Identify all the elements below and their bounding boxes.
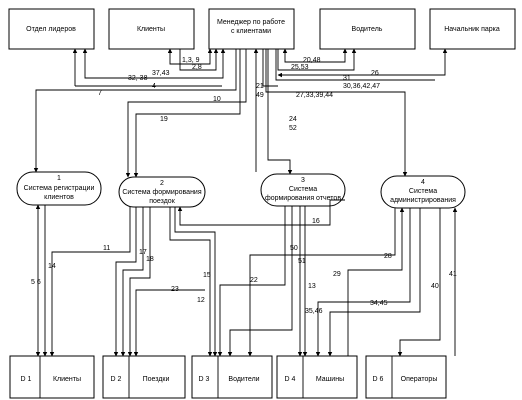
flow-label-19: 19 [160, 116, 168, 123]
flow-sales-manager [72, 48, 226, 87]
store-d1-name: Клиенты [53, 376, 81, 383]
flow-label-25-53: 25,53 [291, 64, 309, 71]
flow-process2-d3 [169, 207, 218, 357]
flow-manager-process3 [253, 48, 293, 175]
flow-label-12: 12 [197, 297, 205, 304]
flow-label-29: 29 [333, 271, 341, 278]
flow-manager-process4 [262, 49, 408, 177]
flow-label-41: 41 [449, 271, 457, 278]
flow-clients-manager [167, 48, 219, 71]
process-1-client-registration[interactable]: 1 Система регистрации клиентов [16, 171, 102, 206]
store-d3-id: D 3 [199, 376, 210, 383]
store-d2-trips[interactable]: D 2 Поездки [102, 355, 186, 399]
flow-label-1-3-9: 1,3, 9 [182, 57, 200, 64]
process-4-label-line2: администрирования [390, 197, 456, 204]
process-1-label-line1: Система регистрации [24, 185, 95, 192]
flow-label-50: 50 [290, 245, 298, 252]
flow-label-35-46: 35,46 [305, 308, 323, 315]
flow-process3-stores [177, 199, 345, 357]
flow-label-26: 26 [371, 70, 379, 77]
process-3-label-line2: формирования отчетов [265, 195, 341, 202]
flow-label-14: 14 [48, 263, 56, 270]
flow-label-10: 10 [213, 96, 221, 103]
store-d2-name: Поездки [143, 376, 170, 383]
entity-driver-label: Водитель [352, 26, 383, 33]
flow-label-51: 51 [298, 258, 306, 265]
entity-park-head-label: Начальник парка [444, 26, 500, 33]
process-3-report-formation[interactable]: 3 Система формирования отчетов [260, 173, 346, 207]
process-4-administration[interactable]: 4 Система администрирования [380, 175, 466, 209]
process-1-label-line2: клиентов [44, 194, 74, 201]
entity-clients[interactable]: Клиенты [108, 8, 195, 50]
flow-label-24: 24 [289, 116, 297, 123]
store-d2-id: D 2 [111, 376, 122, 383]
flow-label-40: 40 [431, 283, 439, 290]
entity-manager-label-line1: Менеджер по работе [217, 18, 285, 26]
flow-label-52: 52 [289, 125, 297, 132]
flow-label-28: 28 [384, 253, 392, 260]
flow-label-20-48: 20,48 [303, 57, 321, 64]
flow-label-2-8: 2,8 [192, 64, 202, 71]
flow-label-15: 15 [203, 272, 211, 279]
store-d3-name: Водители [228, 376, 259, 383]
process-2-label-line1: Система формирования [122, 189, 201, 196]
flow-label-4: 4 [152, 83, 156, 90]
store-d1-clients[interactable]: D 1 Клиенты [9, 355, 95, 399]
entity-driver[interactable]: Водитель [319, 8, 416, 50]
flow-label-27-33: 27,33,39,44 [296, 92, 333, 99]
flow-label-5-6: 5 6 [31, 279, 41, 286]
store-d6-id: D 6 [373, 376, 384, 383]
process-4-number: 4 [421, 179, 425, 186]
flow-label-17: 17 [139, 249, 147, 256]
store-d6-operators[interactable]: D 6 Операторы [365, 355, 447, 399]
flow-manager-process1 [33, 49, 237, 173]
flow-label-23: 23 [171, 286, 179, 293]
process-2-trip-formation[interactable]: 2 Система формирования поездок [118, 176, 206, 208]
flow-label-18: 18 [146, 256, 154, 263]
flow-process1-d1 [35, 204, 131, 357]
flow-label-49: 49 [256, 92, 264, 99]
store-d4-id: D 4 [285, 376, 296, 383]
flow-label-22: 22 [250, 277, 258, 284]
store-d6-name: Операторы [401, 376, 438, 383]
flow-label-31: 31 [343, 75, 351, 82]
process-4-label-line1: Система [409, 188, 437, 195]
process-1-number: 1 [57, 175, 61, 182]
entity-sales-department-label: Отдел лидеров [26, 26, 76, 33]
store-d4-cars[interactable]: D 4 Машины [276, 355, 358, 399]
flow-manager-process2 [125, 49, 247, 178]
store-d1-id: D 1 [21, 376, 32, 383]
flow-label-37-43: 37,43 [152, 70, 170, 77]
flow-label-21: 21 [256, 83, 264, 90]
flow-label-11: 11 [103, 245, 110, 252]
flow-label-34-45: 34,45 [370, 300, 388, 307]
flow-label-32-38: 32, 38 [128, 75, 148, 82]
store-d3-drivers[interactable]: D 3 Водители [191, 355, 273, 399]
flow-label-7: 7 [98, 90, 102, 97]
flow-process4-stores [247, 207, 458, 357]
flow-label-13: 13 [308, 283, 316, 290]
process-3-label-line1: Система [289, 186, 317, 193]
entity-clients-label: Клиенты [137, 26, 165, 33]
flow-parkhead-manager [275, 48, 448, 81]
entity-park-head[interactable]: Начальник парка [429, 8, 516, 50]
flow-label-16: 16 [312, 218, 320, 225]
store-d4-name: Машины [316, 376, 344, 383]
flow-label-30-36: 30,36,42,47 [343, 83, 380, 90]
process-3-number: 3 [301, 177, 305, 184]
process-2-label-line2: поездок [149, 198, 175, 205]
entity-manager[interactable]: Менеджер по работе с клиентами [208, 8, 295, 50]
entity-sales-department[interactable]: Отдел лидеров [8, 8, 95, 50]
flow-process2-d2 [113, 207, 205, 357]
entity-manager-label-line2: с клиентами [231, 28, 271, 35]
process-2-number: 2 [160, 180, 164, 187]
